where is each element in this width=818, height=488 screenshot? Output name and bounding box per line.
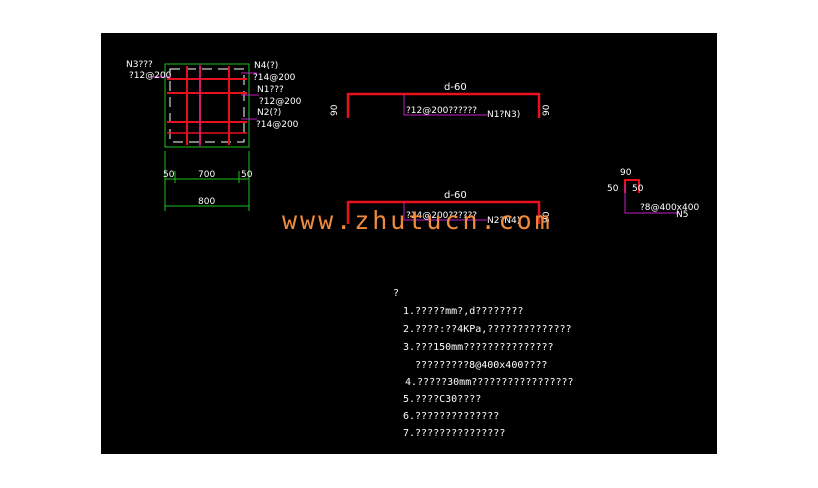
label-n2: N2(?) bbox=[257, 108, 281, 118]
dim-total: 800 bbox=[198, 197, 215, 207]
bar-upper-spec: ?12@200?????? bbox=[406, 106, 477, 116]
notes-item-3-cont: ?????????8@400x400???? bbox=[415, 360, 548, 371]
hook-spec: ?8@400x400 bbox=[640, 203, 699, 213]
bar-upper-leader bbox=[403, 94, 487, 116]
plan-outline bbox=[164, 63, 250, 148]
notes-item-2: 2.????:??4KPa,?????????????? bbox=[403, 324, 572, 335]
hook-leader bbox=[624, 185, 679, 214]
notes-item-4: 4.?????30mm????????????????? bbox=[405, 377, 574, 388]
bar-upper-top-label: d-60 bbox=[444, 82, 467, 93]
bar-upper-right-leg: 90 bbox=[542, 104, 552, 116]
label-n1-spec: ?12@200 bbox=[259, 97, 302, 107]
bar-lower-top-label: d-60 bbox=[444, 190, 467, 201]
notes-item-5: 5.????C30???? bbox=[403, 394, 482, 405]
plan-inner-frame bbox=[169, 68, 245, 143]
hook-left: 50 bbox=[607, 184, 619, 194]
cad-drawing-canvas: N3??? ?12@200 N4(?) ?14@200 N1??? ?12@20… bbox=[101, 33, 717, 454]
notes-heading: ? bbox=[393, 288, 400, 299]
bar-upper: d-60 90 90 ?12@200?????? N1?N3) bbox=[330, 82, 552, 120]
watermark-text: www.zhutucn.com bbox=[282, 206, 553, 235]
label-n2-spec: ?14@200 bbox=[256, 120, 299, 130]
hook-bar: 90 50 50 ?8@400x400 N5 bbox=[607, 168, 699, 220]
bar-lower-right-leg: 90 bbox=[542, 211, 552, 223]
hook-top: 90 bbox=[620, 168, 632, 178]
bar-lower: d-60 90 ?14@200?????? N2?N4) bbox=[346, 190, 552, 226]
bar-lower-shape bbox=[346, 200, 541, 224]
label-n3-spec: ?12@200 bbox=[129, 71, 172, 81]
label-n3: N3??? bbox=[126, 60, 153, 70]
notes-item-1: 1.?????mm?,d???????? bbox=[403, 306, 524, 317]
label-n1: N1??? bbox=[257, 85, 284, 95]
bar-upper-ref: N1?N3) bbox=[487, 110, 520, 120]
bar-lower-ref: N2?N4) bbox=[487, 216, 520, 226]
notes-item-3: 3.???150mm??????????????? bbox=[403, 342, 554, 353]
notes-item-7: 7.??????????????? bbox=[403, 428, 506, 439]
hook-right: 50 bbox=[632, 184, 644, 194]
plan-view: N3??? ?12@200 N4(?) ?14@200 N1??? ?12@20… bbox=[126, 60, 302, 211]
dim-left: 50 bbox=[163, 170, 175, 180]
bar-upper-left-leg: 90 bbox=[330, 104, 340, 116]
bar-upper-shape bbox=[346, 92, 541, 118]
label-n4: N4(?) bbox=[254, 61, 278, 71]
bar-lower-leader bbox=[403, 202, 487, 221]
drawing-svg: N3??? ?12@200 N4(?) ?14@200 N1??? ?12@20… bbox=[126, 60, 699, 226]
dim-mid: 700 bbox=[198, 170, 215, 180]
notes-item-6: 6.?????????????? bbox=[403, 411, 500, 422]
label-n4-spec: ?14@200 bbox=[253, 73, 296, 83]
hook-ref: N5 bbox=[676, 210, 688, 220]
bar-lower-spec: ?14@200?????? bbox=[406, 211, 477, 221]
dim-right: 50 bbox=[241, 170, 253, 180]
